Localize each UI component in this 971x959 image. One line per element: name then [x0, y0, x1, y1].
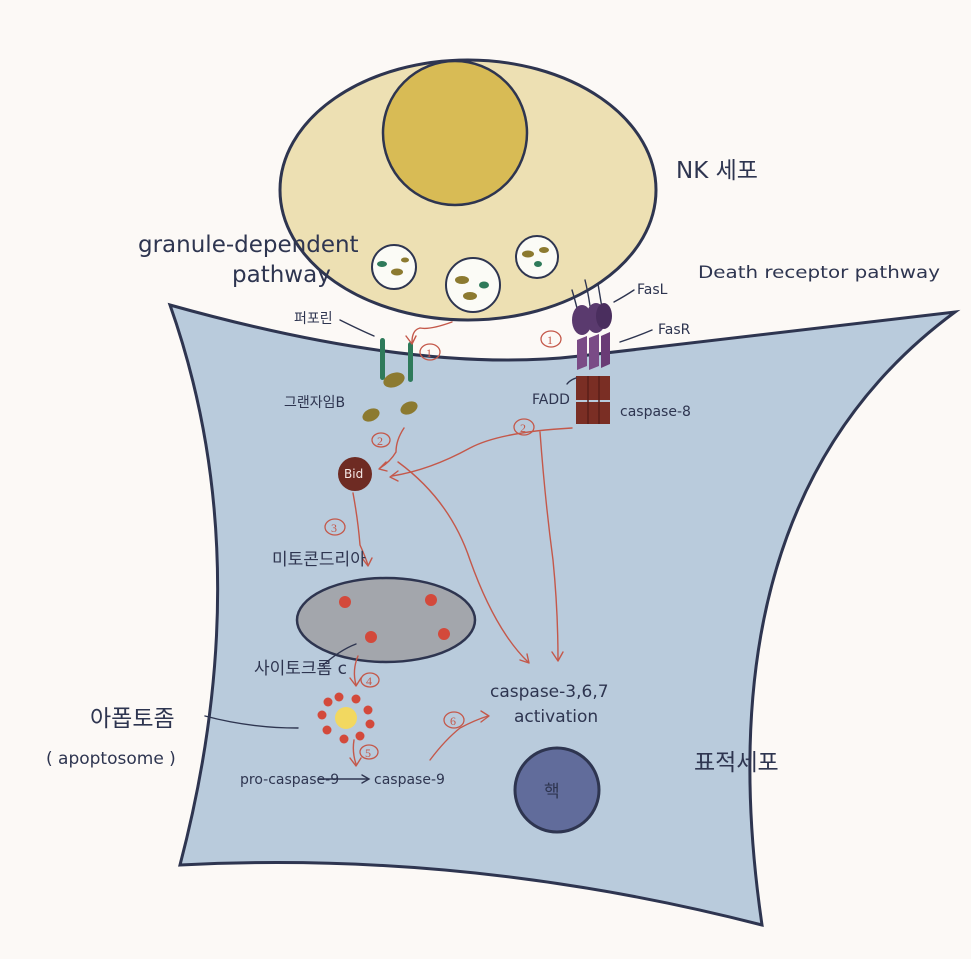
- apoptosome-en-label: ( apoptosome ): [46, 749, 176, 769]
- step-label: 6: [450, 714, 456, 728]
- leader-apoptosome: [204, 715, 299, 729]
- fas-ligand: [571, 279, 612, 335]
- arrowhead: [361, 557, 373, 567]
- arrowhead: [378, 461, 388, 472]
- cytochrome-dot: [438, 628, 450, 640]
- arrowhead: [361, 774, 371, 784]
- bid-molecule: [338, 457, 372, 491]
- leader-fasl: [613, 289, 635, 303]
- cytochrome-dot: [365, 631, 377, 643]
- step-label: 5: [365, 746, 371, 760]
- perforin-pore: [380, 338, 413, 382]
- arrow-bid-to-mito: [352, 492, 369, 566]
- nucleus-label: 핵: [544, 782, 560, 802]
- mitochondria: [295, 576, 477, 664]
- step-label: 1: [547, 333, 553, 347]
- apoptosome-ko-label: 아폽토좀: [90, 706, 175, 732]
- arrowhead: [519, 653, 530, 664]
- step-label: 3: [331, 521, 337, 535]
- caspase-activation-line1: caspase-3,6,7: [490, 682, 609, 702]
- cytochrome-label: 사이토크롬 c: [254, 659, 347, 679]
- arrow-apoptosome-to-pro: [352, 739, 357, 765]
- step-marker: [324, 518, 346, 536]
- nk-cell-nucleus: [381, 59, 529, 207]
- step-marker: [513, 418, 535, 436]
- caspase-8-block: [576, 376, 610, 424]
- apoptosome-complex: [317, 692, 375, 744]
- procaspase-label: pro-caspase-9: [240, 772, 339, 788]
- fasl-label: FasL: [637, 282, 668, 298]
- fasr-label: FasR: [658, 322, 691, 338]
- arrowhead: [349, 757, 362, 767]
- cytochrome-dot: [425, 594, 437, 606]
- death-receptor-label: Death receptor pathway: [698, 263, 940, 283]
- target-cell-body: [167, 302, 961, 928]
- arrowhead: [389, 470, 399, 482]
- step-marker: [359, 744, 379, 760]
- arrowhead: [349, 677, 362, 687]
- arrowhead: [551, 651, 564, 662]
- mitochondria-label: 미토콘드리아: [272, 550, 366, 570]
- arrow-granzyme-to-caspase: [397, 461, 529, 663]
- step-label: 1: [426, 346, 432, 360]
- bid-label: Bid: [344, 467, 363, 481]
- cytochrome-dot: [339, 596, 351, 608]
- step-marker: [443, 711, 465, 729]
- target-cell-label: 표적세포: [694, 750, 779, 776]
- granzyme-b: [362, 372, 418, 422]
- step-marker: [540, 330, 562, 348]
- arrow-caspase8-to-caspase: [539, 431, 559, 661]
- granule-vesicle: [445, 257, 501, 313]
- leader-fasr: [619, 329, 653, 343]
- caspase9-label: caspase-9: [374, 772, 445, 788]
- step-marker: [371, 432, 391, 448]
- step-marker: [360, 672, 380, 688]
- leader-perforin: [339, 319, 375, 337]
- granule-vesicle: [515, 235, 559, 279]
- leader-fadd: [566, 377, 577, 385]
- fas-receptor: [577, 332, 610, 370]
- arrow-granule-entry: [411, 321, 453, 343]
- caspase8-label: caspase-8: [620, 404, 691, 420]
- granule-pathway-line2: pathway: [232, 262, 331, 288]
- nk-cell-label: NK 세포: [676, 158, 758, 184]
- step-label: 2: [520, 421, 526, 435]
- granule-vesicle: [371, 244, 417, 290]
- step-label: 4: [366, 674, 372, 688]
- leader-cytochrome: [321, 643, 357, 667]
- step-label: 2: [377, 434, 383, 448]
- granzyme-label: 그랜자임B: [284, 395, 345, 411]
- arrow-caspase9-to-activation: [429, 715, 489, 761]
- arrowhead: [480, 710, 490, 723]
- caspase-activation-line2: activation: [514, 707, 598, 727]
- perforin-label: 퍼포린: [294, 311, 333, 327]
- arrow-granzyme-to-bid: [379, 427, 405, 469]
- arrow-cytc-to-apoptosome: [353, 655, 359, 686]
- granule-pathway-line1: granule-dependent: [138, 232, 359, 258]
- arrow-caspase8-to-bid: [391, 427, 573, 477]
- arrowhead: [405, 335, 417, 345]
- target-nucleus: [513, 746, 601, 834]
- fadd-label: FADD: [532, 392, 570, 408]
- step-marker: [419, 343, 441, 361]
